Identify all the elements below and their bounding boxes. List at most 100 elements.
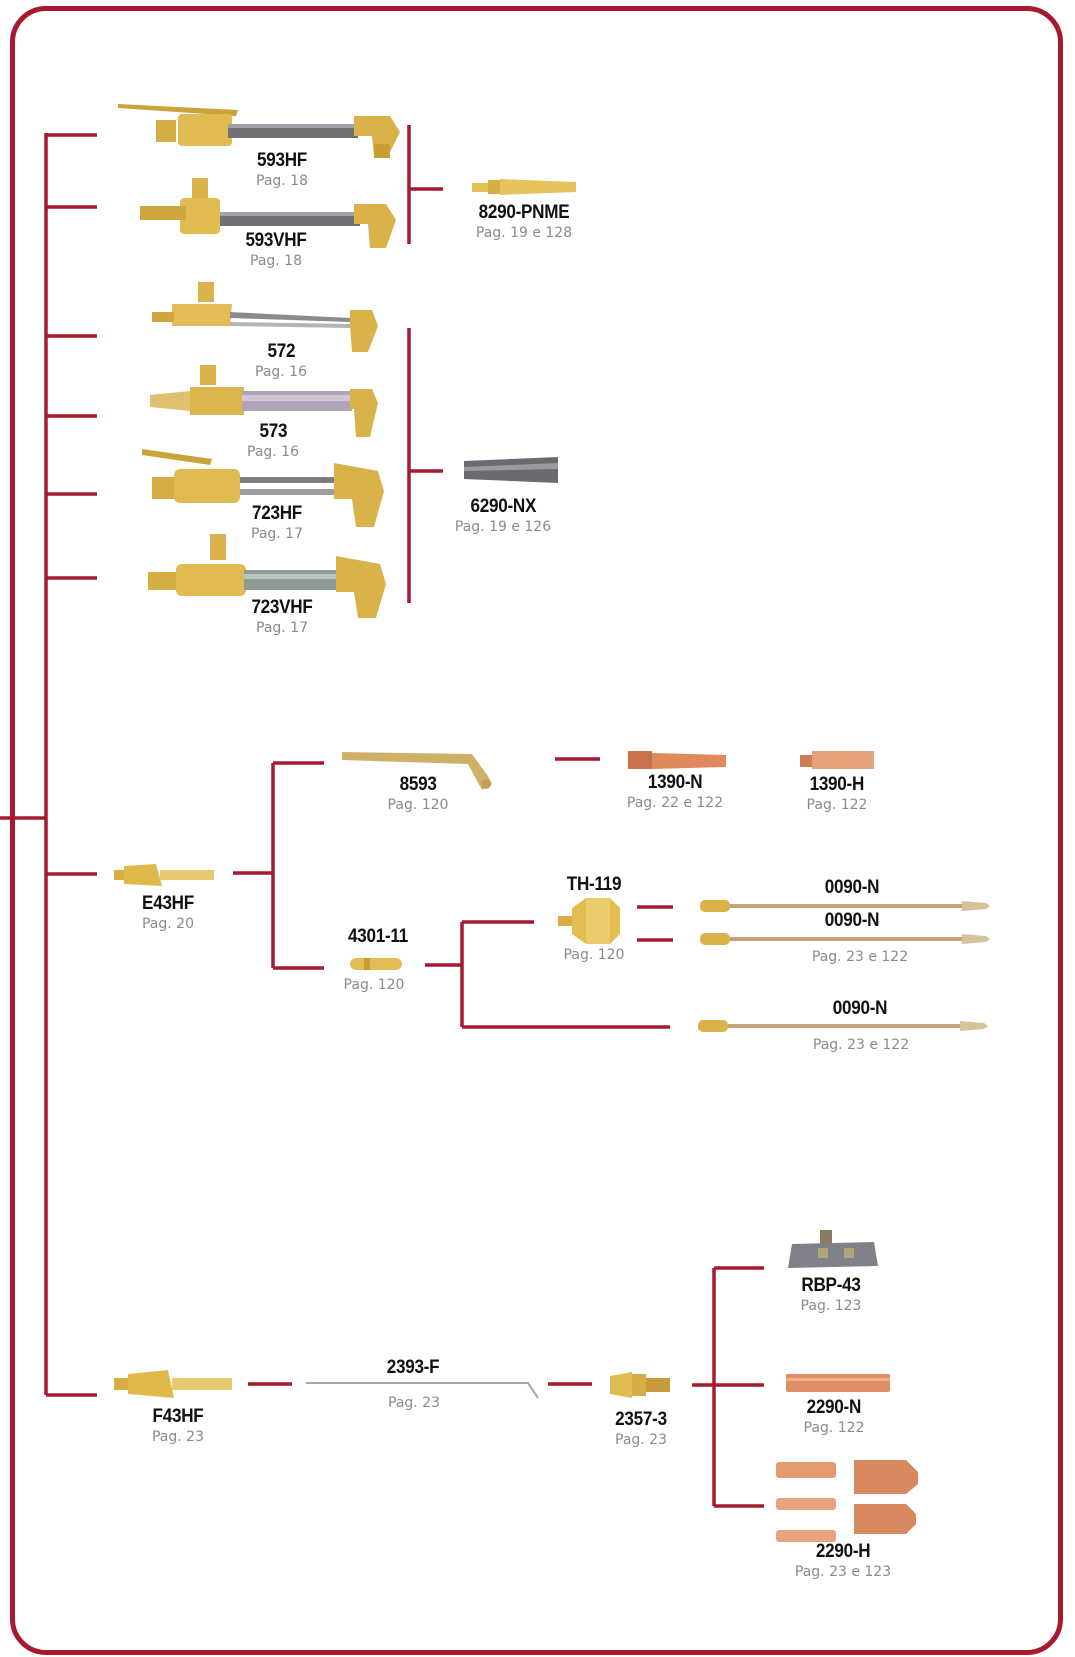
- label-th-119: TH-119: [564, 874, 625, 896]
- label-0090-n-mid: 0090-N: [822, 910, 883, 932]
- item-code: 2290-N: [806, 1397, 862, 1418]
- split-4301: [460, 920, 670, 1029]
- item-page: Pag. 122: [806, 797, 868, 813]
- label-2393-f-page: Pag. 23: [388, 1394, 440, 1411]
- label-f43hf: F43HF Pag. 23: [150, 1406, 207, 1445]
- hex-nut-icon: [558, 898, 620, 944]
- item-page: Pag. 17: [256, 620, 308, 636]
- item-page: Pag. 18: [256, 173, 308, 189]
- label-593hf: 593HF Pag. 18: [254, 150, 310, 189]
- label-4301-11-page: Pag. 120: [344, 976, 405, 993]
- item-code: 2290-H: [815, 1541, 871, 1562]
- item-page: Pag. 22 e 122: [626, 795, 724, 811]
- item-code: F43HF: [152, 1406, 204, 1427]
- item-page: Pag. 120: [563, 947, 625, 963]
- item-code: 4301-11: [348, 926, 408, 947]
- bracket-593-group: [407, 125, 443, 244]
- cutting-tip-icon: [472, 179, 576, 195]
- label-723hf: 723HF Pag. 17: [249, 503, 305, 542]
- item-page: Pag. 23: [388, 1395, 440, 1411]
- item-code: 8593: [399, 774, 437, 795]
- torch-handle-icon: [152, 282, 378, 352]
- item-code: 1390-N: [647, 772, 703, 793]
- item-page: Pag. 123: [800, 1298, 862, 1314]
- torch-handle-icon: [150, 365, 378, 437]
- label-2393-f: 2393-F: [384, 1357, 442, 1379]
- handle-icon: [114, 1370, 232, 1398]
- label-0090-n-bottom-page: Pag. 23 e 122: [813, 1036, 909, 1053]
- item-code: 593HF: [257, 150, 307, 171]
- item-page: Pag. 23: [615, 1432, 667, 1448]
- item-page: Pag. 120: [387, 797, 449, 813]
- item-page: Pag. 16: [255, 364, 307, 380]
- label-593vhf: 593VHF Pag. 18: [242, 230, 310, 269]
- item-code: RBP-43: [801, 1275, 861, 1296]
- item-code: 2357-3: [615, 1409, 667, 1430]
- label-1390-n: 1390-N Pag. 22 e 122: [627, 772, 723, 811]
- item-page: Pag. 17: [251, 526, 303, 542]
- main-trunk-line: [0, 133, 48, 1395]
- bent-tube-icon: [342, 752, 492, 790]
- item-page: Pag. 19 e 128: [475, 225, 573, 241]
- item-page: Pag. 23: [151, 1429, 204, 1445]
- fitting-icon: [610, 1372, 670, 1398]
- label-6290-nx: 6290-NX Pag. 19 e 126: [455, 496, 551, 535]
- item-code: 723VHF: [251, 597, 313, 618]
- copper-tip-icon: [800, 751, 874, 769]
- label-2290-h: 2290-H Pag. 23 e 123: [795, 1541, 891, 1580]
- item-page: Pag. 122: [803, 1420, 865, 1436]
- item-code: 1390-H: [809, 774, 865, 795]
- adapter-icon: [350, 958, 402, 970]
- handle-icon: [114, 864, 214, 886]
- e43hf-split: [256, 761, 324, 970]
- item-code: 572: [267, 341, 295, 362]
- item-code: 2393-F: [386, 1357, 440, 1378]
- flexible-cable-icon: [698, 1020, 988, 1032]
- item-page: Pag. 23 e 123: [794, 1564, 892, 1580]
- torch-handle-icon: [148, 534, 386, 618]
- item-page: Pag. 18: [250, 253, 302, 269]
- bracket-572-group: [407, 328, 443, 603]
- rounded-frame: [10, 6, 1063, 1655]
- label-1390-h: 1390-H Pag. 122: [807, 774, 868, 813]
- item-code: 0090-N: [824, 910, 880, 931]
- rod-icon: [306, 1382, 539, 1399]
- cutting-tip-icon: [464, 457, 558, 483]
- label-2290-n: 2290-N Pag. 122: [804, 1397, 865, 1436]
- item-page: Pag. 23 e 122: [812, 1037, 910, 1053]
- item-code: E43HF: [142, 893, 194, 914]
- torch-handle-icon: [142, 449, 384, 527]
- flexible-cable-icon: [700, 900, 990, 912]
- copper-tip-icon: [786, 1374, 890, 1392]
- flexible-cable-icon: [700, 933, 990, 945]
- label-e43hf: E43HF Pag. 20: [139, 893, 197, 932]
- torch-handle-icon: [140, 178, 396, 248]
- item-code: 573: [259, 421, 287, 442]
- item-code: 723HF: [252, 503, 302, 524]
- label-0090-n-bottom: 0090-N: [830, 998, 891, 1020]
- item-code: 0090-N: [824, 877, 880, 898]
- item-code: 6290-NX: [470, 496, 536, 517]
- torch-handle-icon: [118, 104, 400, 158]
- item-page: Pag. 23 e 122: [811, 949, 909, 965]
- item-page: Pag. 20: [141, 916, 194, 932]
- plate-block-icon: [788, 1230, 878, 1268]
- item-code: 8290-PNME: [478, 202, 570, 223]
- item-page: Pag. 120: [343, 977, 405, 993]
- item-page: Pag. 16: [247, 444, 299, 460]
- item-code: 593VHF: [245, 230, 307, 251]
- item-page: Pag. 19 e 126: [454, 519, 552, 535]
- label-th-119-page: Pag. 120: [564, 946, 625, 963]
- split-2357: [712, 1266, 764, 1508]
- label-8290-pnme: 8290-PNME Pag. 19 e 128: [474, 202, 575, 241]
- copper-tip-set-icon: [776, 1460, 918, 1542]
- label-723vhf: 723VHF Pag. 17: [248, 597, 316, 636]
- label-0090-n-top: 0090-N: [822, 877, 883, 899]
